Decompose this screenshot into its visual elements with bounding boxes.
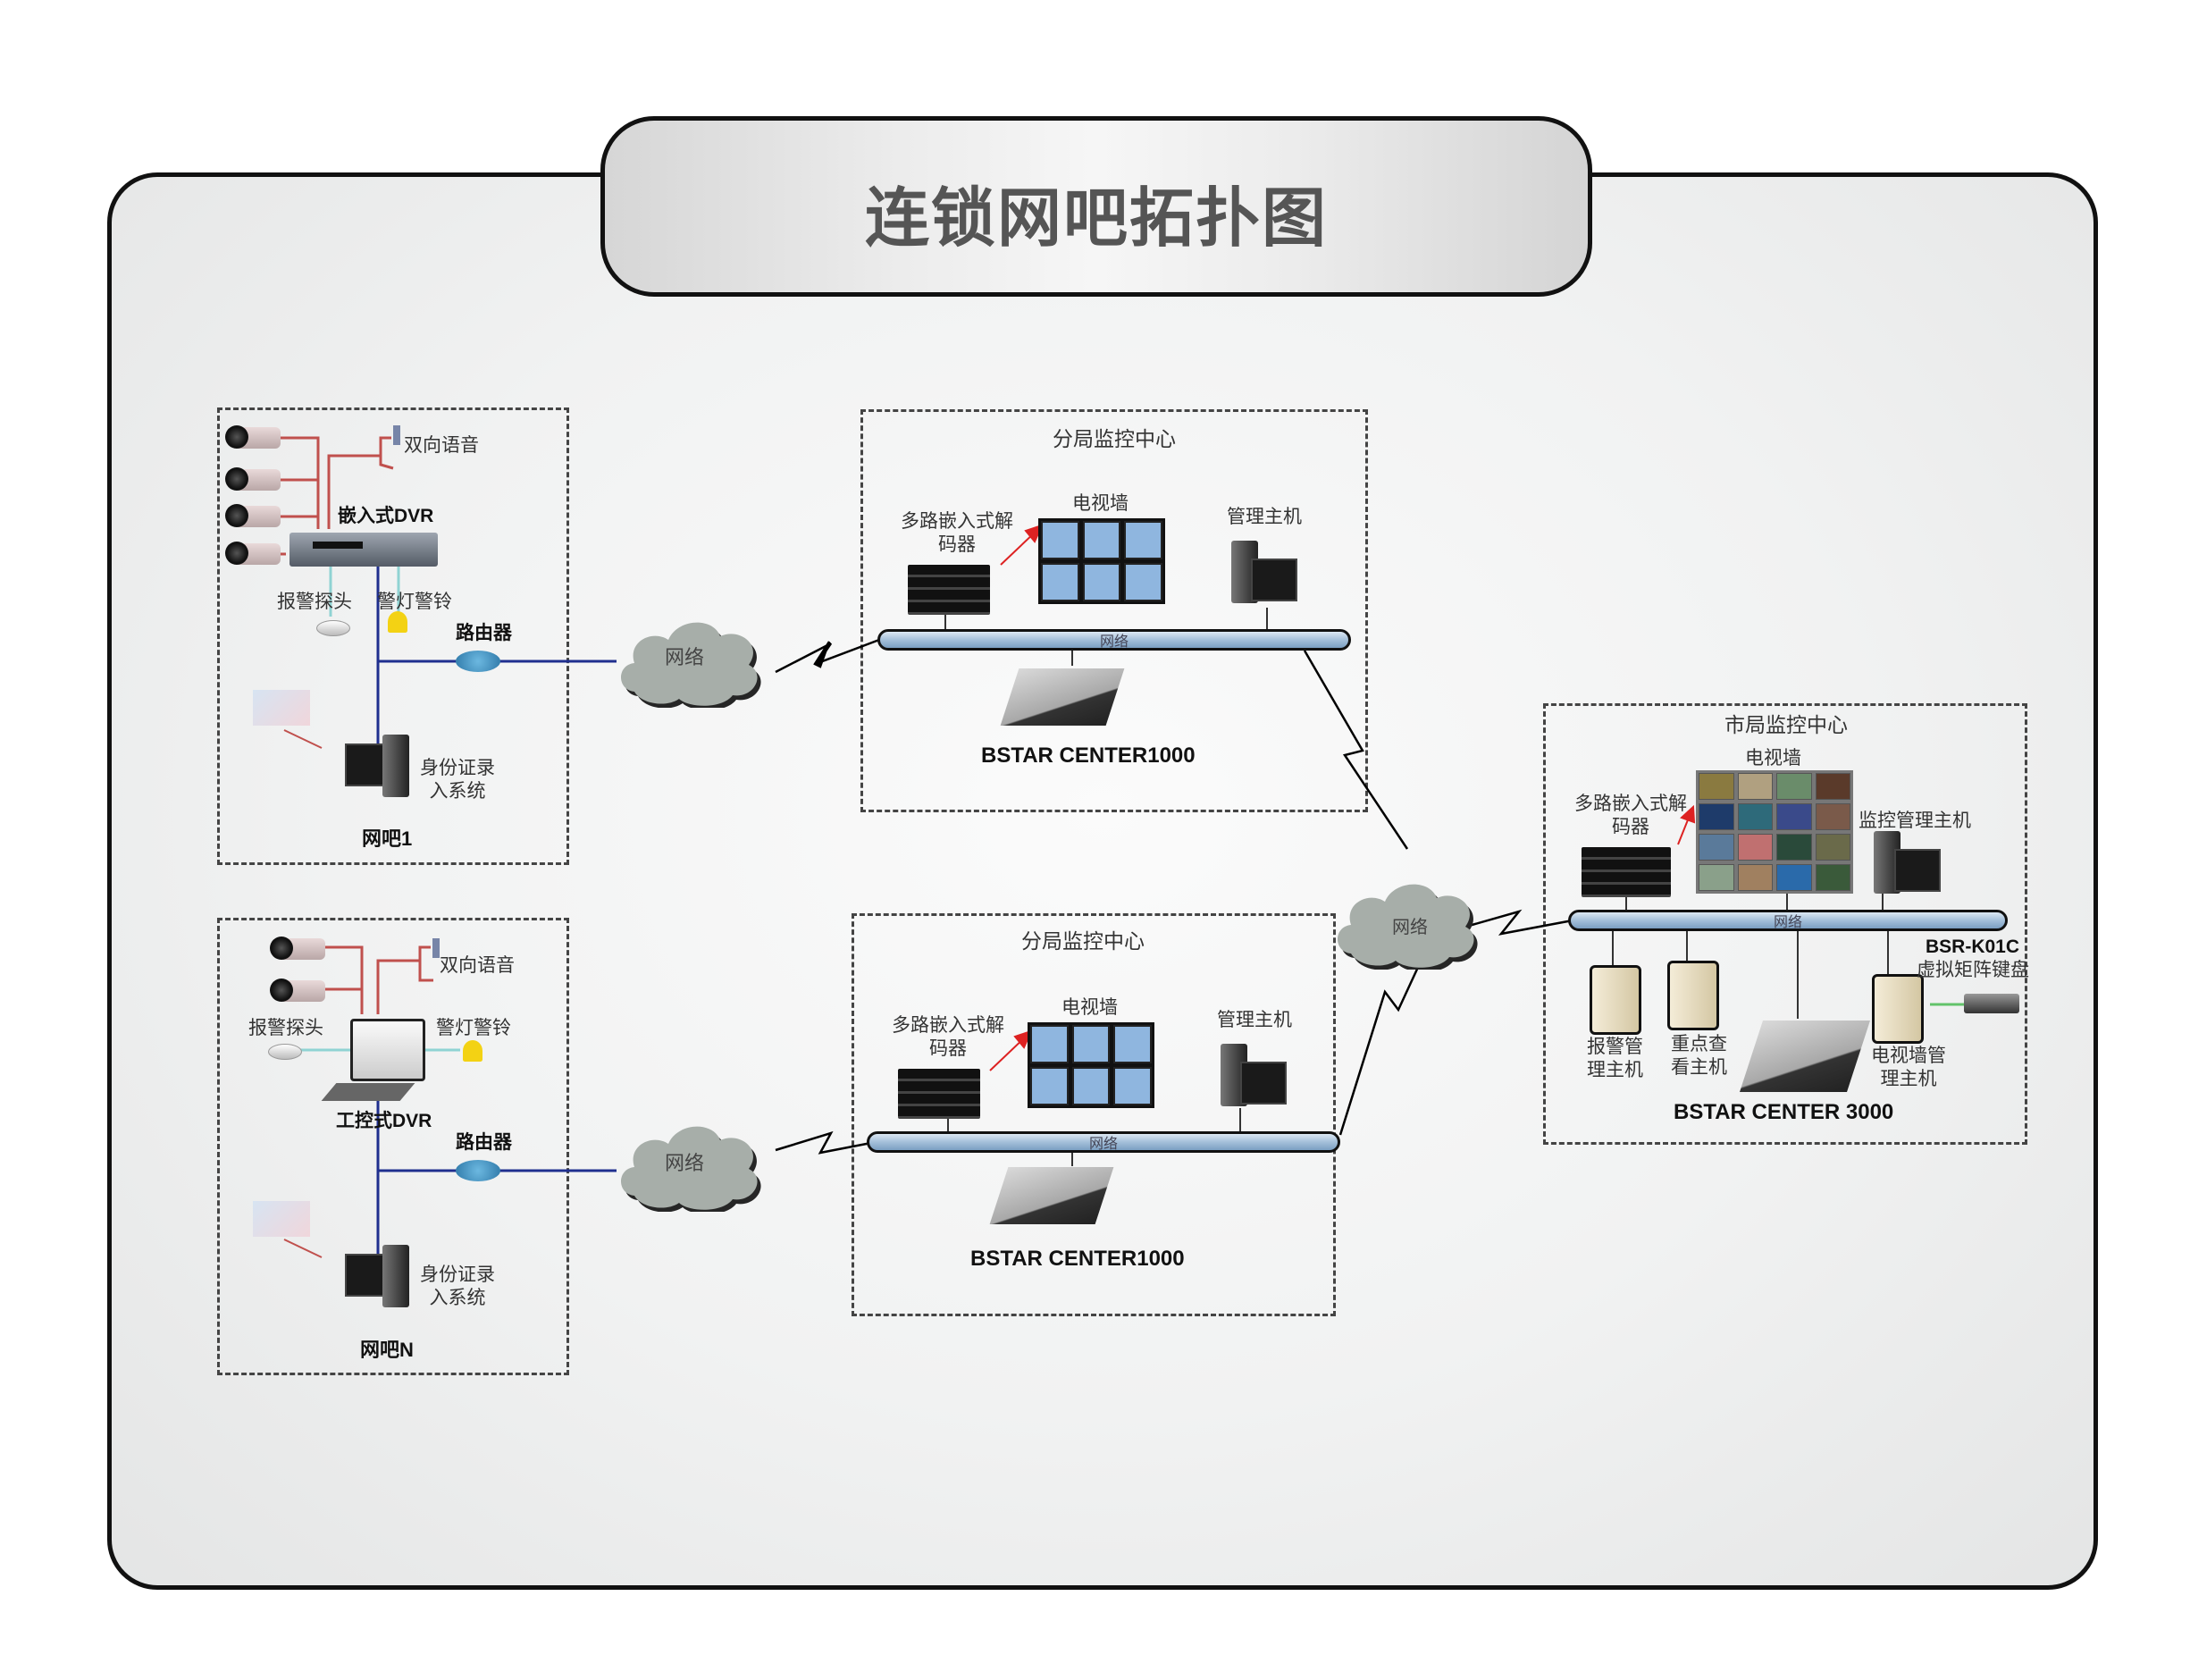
router-label: 路由器 (456, 623, 512, 643)
camera-icon (225, 504, 281, 527)
network-cloud-2: 网络 (615, 1113, 767, 1214)
branch-title: 分局监控中心 (1021, 930, 1145, 953)
alarm-probe-icon (316, 620, 350, 636)
page-title: 连锁网吧拓扑图 (864, 181, 1328, 256)
cloud-icon (621, 1126, 761, 1214)
monitor-icon (1251, 559, 1297, 601)
id-card-icon (253, 690, 310, 726)
tv-wall-icon (1038, 518, 1165, 604)
router-icon (456, 1160, 500, 1181)
decoder-label: 多路嵌入式解 码器 (901, 510, 1013, 556)
city-title: 市局监控中心 (1724, 714, 1848, 737)
cafe-name: 网吧N (360, 1339, 414, 1361)
alarm-probe-label: 报警探头 (248, 1017, 323, 1038)
camera-icon (225, 425, 281, 449)
embedded-dvr-icon (289, 533, 438, 567)
tv-wall-icon (1028, 1022, 1154, 1108)
server-label: BSTAR CENTER1000 (981, 743, 1196, 768)
branch-center-2-box (852, 913, 1336, 1316)
network-bus: 网络 (867, 1131, 1340, 1153)
matrix-keyboard-icon (1964, 994, 2019, 1013)
alarm-probe-label: 报警探头 (277, 591, 352, 612)
mgmt-host-label: 管理主机 (1227, 506, 1302, 527)
server-icon (1000, 668, 1125, 726)
camera-icon (270, 937, 325, 960)
branch-title: 分局监控中心 (1053, 428, 1176, 451)
two-way-audio-label: 双向语音 (440, 954, 515, 976)
alarm-host-label: 报警管 理主机 (1587, 1036, 1643, 1081)
tv-wall-label: 电视墙 (1061, 996, 1118, 1018)
alarm-host-icon (1590, 965, 1641, 1035)
keyboard-model-label: BSR-K01C (1926, 937, 2020, 957)
router-icon (456, 651, 500, 672)
dvr-label: 工控式DVR (336, 1111, 432, 1131)
two-way-audio-label: 双向语音 (404, 434, 479, 456)
keyboard-icon (321, 1083, 415, 1101)
decoder-label: 多路嵌入式解 码器 (1574, 793, 1687, 838)
cloud-icon (621, 622, 761, 710)
dvr-label: 嵌入式DVR (338, 506, 434, 526)
decoder-label: 多路嵌入式解 码器 (892, 1014, 1004, 1060)
tv-wall-label: 电视墙 (1072, 492, 1129, 514)
tv-wall-icon (1696, 770, 1853, 894)
server-label: BSTAR CENTER 3000 (1674, 1100, 1894, 1124)
network-bus: 网络 (877, 629, 1351, 651)
monitor-host-label: 监控管理主机 (1859, 810, 1971, 831)
camera-icon (225, 467, 281, 491)
decoder-icon (898, 1069, 980, 1119)
tv-wall-label: 电视墙 (1745, 747, 1801, 769)
monitor-icon (1240, 1062, 1287, 1105)
id-card-icon (253, 1201, 310, 1237)
camera-icon (270, 979, 325, 1002)
decoder-icon (908, 565, 990, 615)
tvwall-host-label: 电视墙管 理主机 (1871, 1045, 1946, 1090)
server-label: BSTAR CENTER1000 (970, 1247, 1185, 1271)
key-view-host-label: 重点查 看主机 (1671, 1033, 1727, 1079)
alarm-probe-icon (268, 1044, 302, 1060)
camera-icon (225, 542, 281, 565)
bell-icon (463, 1040, 482, 1062)
pc-tower-icon (382, 1245, 409, 1307)
tvwall-host-icon (1872, 974, 1924, 1044)
bell-icon (388, 611, 407, 633)
network-bus: 网络 (1568, 910, 2008, 931)
decoder-icon (1582, 847, 1671, 897)
cloud-icon (1338, 884, 1478, 972)
id-system-label: 身份证录 入系统 (420, 1264, 495, 1309)
industrial-dvr-icon (350, 1019, 425, 1081)
pc-tower-icon (382, 735, 409, 797)
microphone-icon (393, 425, 400, 445)
microphone-icon (432, 938, 440, 958)
cloud-label: 网络 (665, 1153, 705, 1175)
monitor-icon (1894, 849, 1941, 892)
alarm-light-label: 警灯警铃 (436, 1017, 511, 1038)
keyboard-name-label: 虚拟矩阵键盘 (1917, 959, 2029, 980)
network-cloud-3: 网络 (1331, 871, 1483, 972)
network-cloud-1: 网络 (615, 609, 767, 710)
cloud-label: 网络 (665, 647, 705, 669)
key-view-host-icon (1667, 961, 1719, 1030)
id-system-label: 身份证录 入系统 (420, 757, 495, 802)
cloud-label: 网络 (1392, 916, 1428, 937)
cafe-name: 网吧1 (362, 827, 413, 850)
router-label: 路由器 (456, 1132, 512, 1153)
mgmt-host-label: 管理主机 (1217, 1009, 1292, 1030)
server-icon (989, 1167, 1114, 1224)
title-banner: 连锁网吧拓扑图 (600, 116, 1592, 297)
alarm-light-label: 警灯警铃 (377, 591, 452, 612)
branch-center-1-box (860, 409, 1368, 812)
